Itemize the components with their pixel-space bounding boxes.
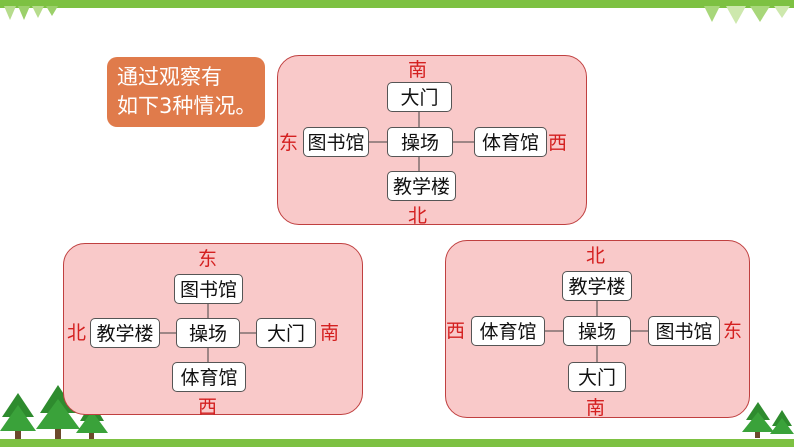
diagram-3-direction-bottom: 南 bbox=[586, 397, 606, 419]
diagram-3-node-right: 图书馆 bbox=[648, 316, 720, 346]
diagram-3-direction-top: 北 bbox=[586, 245, 606, 267]
diagram-1-direction-bottom: 北 bbox=[408, 205, 428, 227]
diagram-2-node-top: 图书馆 bbox=[174, 274, 243, 304]
diagram-2-direction-top: 东 bbox=[198, 248, 218, 270]
bottom-green-bar bbox=[0, 439, 794, 447]
tree-icon bbox=[742, 402, 794, 438]
diagram-2-node-bottom: 体育馆 bbox=[172, 362, 246, 392]
diagram-2-direction-left: 北 bbox=[67, 322, 87, 344]
top-green-bar bbox=[0, 0, 794, 8]
leaf-pattern-icon bbox=[4, 6, 58, 20]
diagram-2-node-center: 操场 bbox=[176, 318, 240, 348]
diagram-1-node-left: 图书馆 bbox=[303, 127, 369, 157]
diagram-1-direction-right: 西 bbox=[548, 132, 568, 154]
diagram-1-node-center: 操场 bbox=[387, 127, 453, 157]
diagram-1-node-bottom: 教学楼 bbox=[387, 171, 456, 201]
diagram-2-node-right: 大门 bbox=[256, 318, 316, 348]
diagram-3-node-top: 教学楼 bbox=[562, 271, 632, 301]
diagram-2-direction-bottom: 西 bbox=[198, 396, 218, 418]
diagram-3-node-bottom: 大门 bbox=[568, 362, 626, 392]
diagram-1-node-right: 体育馆 bbox=[474, 127, 547, 157]
callout-line-1: 通过观察有 bbox=[117, 65, 222, 89]
leaf-pattern-icon bbox=[704, 6, 790, 24]
callout-line-2: 如下3种情况。 bbox=[117, 94, 257, 118]
diagram-2-node-left: 教学楼 bbox=[90, 318, 160, 348]
diagram-3-direction-right: 东 bbox=[723, 320, 743, 342]
diagram-2-direction-right: 南 bbox=[320, 322, 340, 344]
diagram-3-node-left: 体育馆 bbox=[471, 316, 545, 346]
diagram-1-node-top: 大门 bbox=[387, 82, 452, 112]
diagram-3-direction-left: 西 bbox=[446, 320, 466, 342]
diagram-1-direction-left: 东 bbox=[279, 132, 299, 154]
observation-callout: 通过观察有 如下3种情况。 bbox=[107, 57, 265, 127]
diagram-3-node-center: 操场 bbox=[563, 316, 631, 346]
diagram-1-direction-top: 南 bbox=[408, 59, 428, 81]
